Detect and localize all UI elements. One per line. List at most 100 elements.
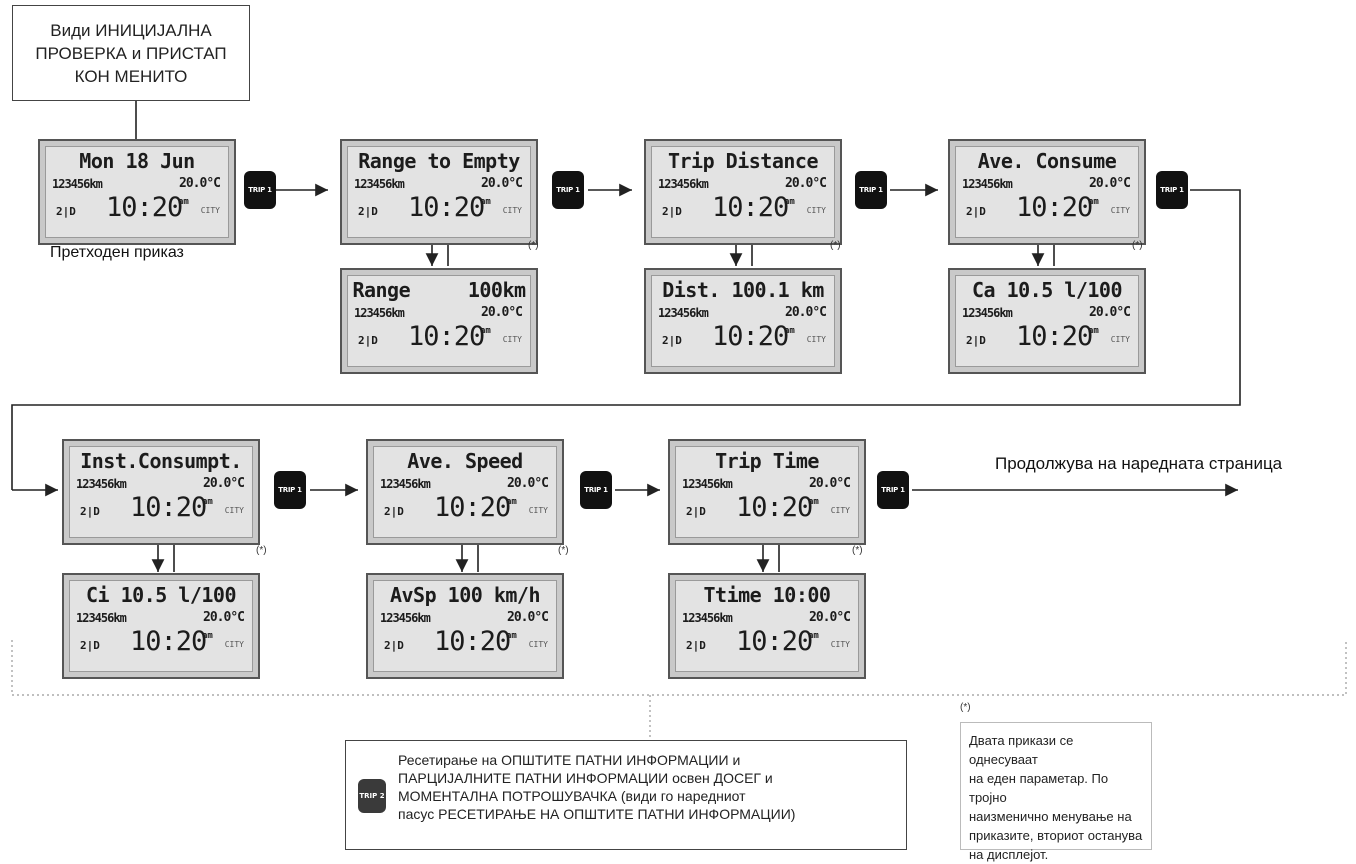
- lcd-gear: 2|D: [662, 205, 682, 218]
- lcd-mode: CITY: [528, 506, 548, 515]
- lcd-mode: CITY: [1110, 335, 1130, 344]
- footnote-line-2: на еден параметар. По тројно: [969, 771, 1109, 805]
- lcd-ampm: am: [1088, 197, 1099, 207]
- footnote-mark: (*): [256, 545, 267, 556]
- footnote-line-5: на дисплејот.: [969, 847, 1049, 862]
- lcd-gear: 2|D: [358, 334, 378, 347]
- lcd-odometer: 123456km: [52, 177, 103, 191]
- lcd-odometer: 123456km: [354, 177, 405, 191]
- footnote-box: Двата прикази се однесуваат на еден пара…: [960, 722, 1152, 862]
- lcd-title: Mon 18 Jun: [79, 149, 195, 173]
- trip1-button[interactable]: TRIP 1: [274, 471, 306, 509]
- lcd-gear: 2|D: [384, 505, 404, 518]
- lcd-temperature: 20.0°C: [785, 176, 827, 191]
- trip1-button[interactable]: TRIP 1: [580, 471, 612, 509]
- lcd-ampm: am: [202, 497, 213, 507]
- reset-note: TRIP 2 Ресетирање на ОПШТИТЕ ПАТНИ ИНФОР…: [345, 740, 907, 850]
- lcd-clock: 10:20: [130, 492, 207, 523]
- footnote-mark: (*): [558, 545, 569, 556]
- lcd-gear: 2|D: [686, 639, 706, 652]
- lcd-title: Ci 10.5 l/100: [85, 583, 237, 607]
- lcd-ampm: am: [480, 197, 491, 207]
- lcd-title: Trip Time: [715, 449, 819, 473]
- lcd-ampm: am: [808, 497, 819, 507]
- lcd-title: Inst.Consumpt.: [80, 449, 242, 473]
- lcd-mode: CITY: [830, 506, 850, 515]
- lcd-temperature: 20.0°C: [809, 476, 851, 491]
- lcd-ampm: am: [506, 497, 517, 507]
- lcd-ampm: am: [808, 631, 819, 641]
- reset-note-line-3: МОМЕНТАЛНА ПОТРОШУВАЧКА (види го наредни…: [398, 788, 746, 804]
- initial-check-line-1: Види ИНИЦИЈАЛНА: [50, 20, 212, 40]
- lcd-gear: 2|D: [686, 505, 706, 518]
- lcd-mode: CITY: [806, 206, 826, 215]
- lcd-clock: 10:20: [434, 626, 511, 657]
- lcd-odometer: 123456km: [658, 177, 709, 191]
- reset-note-line-1: Ресетирање на ОПШТИТЕ ПАТНИ ИНФОРМАЦИИ и: [398, 752, 741, 768]
- lcd-gear: 2|D: [358, 205, 378, 218]
- lcd-mode: CITY: [830, 640, 850, 649]
- lcd-clock: 10:20: [408, 192, 485, 223]
- previous-display-caption: Претходен приказ: [50, 244, 184, 261]
- lcd-title: Range 100km: [352, 278, 526, 302]
- lcd-temperature: 20.0°C: [179, 176, 221, 191]
- lcd-clock: 10:20: [408, 321, 485, 352]
- trip1-button[interactable]: TRIP 1: [855, 171, 887, 209]
- lcd-title: Range to Empty: [358, 149, 520, 173]
- lcd-mode: CITY: [502, 335, 522, 344]
- lcd-temperature: 20.0°C: [203, 476, 245, 491]
- footnote-mark: (*): [528, 240, 539, 251]
- lcd-title: AvSp 100 km/h: [389, 583, 541, 607]
- footnote-line-1: Двата прикази се однесуваат: [969, 733, 1074, 767]
- reset-note-line-4: пасус РЕСЕТИРАЊЕ НА ОПШТИТЕ ПАТНИ ИНФОРМ…: [398, 806, 796, 822]
- lcd-clock: 10:20: [736, 626, 813, 657]
- lcd-temperature: 20.0°C: [1089, 305, 1131, 320]
- trip1-button[interactable]: TRIP 1: [1156, 171, 1188, 209]
- lcd-title: Trip Distance: [667, 149, 819, 173]
- lcd-temperature: 20.0°C: [507, 610, 549, 625]
- lcd-title: Dist. 100.1 km: [662, 278, 824, 302]
- lcd-temperature: 20.0°C: [507, 476, 549, 491]
- lcd-odometer: 123456km: [682, 611, 733, 625]
- reset-bracket: [11, 640, 1347, 696]
- lcd-temperature: 20.0°C: [481, 305, 523, 320]
- lcd-clock: 10:20: [1016, 321, 1093, 352]
- trip2-button[interactable]: TRIP 2: [358, 779, 386, 813]
- lcd-clock: 10:20: [712, 192, 789, 223]
- trip1-button[interactable]: TRIP 1: [877, 471, 909, 509]
- lcd-odometer: 123456km: [76, 611, 127, 625]
- lcd-odometer: 123456km: [658, 306, 709, 320]
- lcd-temperature: 20.0°C: [809, 610, 851, 625]
- footnote-line-4: приказите, вториот останува: [969, 828, 1143, 843]
- wrap-connector: [11, 189, 1241, 490]
- footnote-heading-mark: (*): [960, 702, 971, 713]
- lcd-odometer: 123456km: [962, 306, 1013, 320]
- lcd-clock: 10:20: [1016, 192, 1093, 223]
- lcd-gear: 2|D: [662, 334, 682, 347]
- lcd-gear: 2|D: [966, 334, 986, 347]
- lcd-odometer: 123456km: [354, 306, 405, 320]
- lcd-ampm: am: [784, 326, 795, 336]
- trip1-button[interactable]: TRIP 1: [244, 171, 276, 209]
- lcd-gear: 2|D: [56, 205, 76, 218]
- continue-caption: Продолжува на наредната страница: [995, 454, 1283, 473]
- trip1-button[interactable]: TRIP 1: [552, 171, 584, 209]
- lcd-mode: CITY: [1110, 206, 1130, 215]
